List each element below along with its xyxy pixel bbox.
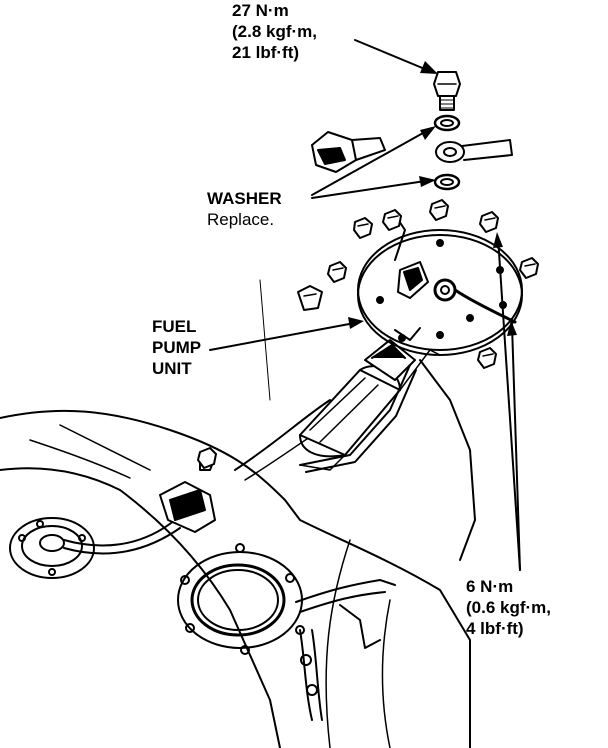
fuel-pump-body [299,339,441,471]
leader-torque-bottom-1 [497,236,521,571]
arrow-washer-upper [420,126,436,140]
banjo-eye [435,139,513,163]
pump-unit-flange [357,214,523,356]
leader-arrowheads [348,61,517,336]
nut [429,199,449,221]
tank-opening-flange [177,543,396,655]
fuel-pump-line3: UNIT [152,359,192,378]
sealing-washers [433,114,461,191]
left-sender-unit [9,517,181,579]
fuel-hose-lower [299,604,381,721]
nut [382,209,402,231]
leader-lines [209,39,521,571]
leader-washer-upper [311,127,433,196]
arrow-torque-top [420,61,438,74]
washer-note: Replace. [207,210,275,229]
arrow-torque-bottom-1 [493,232,503,248]
leader-fuel-pump [209,321,361,351]
torque-top-label: 27 N·m (2.8 kgf·m, 21 lbf·ft) [232,0,317,63]
nut [477,347,497,369]
banjo-bolt [433,71,461,111]
nut [519,257,539,279]
fuel-pump-unit-label: FUEL PUMP UNIT [152,316,201,379]
hose-clip [297,285,323,311]
arrow-fuel-pump [348,317,364,329]
torque-bottom-line2: (0.6 kgf·m, [466,598,552,617]
leader-torque-top [354,39,433,73]
fuel-tank-outline [0,279,476,748]
nut [197,447,217,469]
torque-bottom-line3: 4 lbf·ft) [466,619,524,638]
washer-label: WASHER Replace. [207,188,282,230]
pump-bracket [299,364,417,473]
torque-bottom-line1: 6 N·m [466,577,514,596]
torque-top-line2: (2.8 kgf·m, [232,22,318,41]
arrow-torque-bottom-2 [507,320,517,336]
mounting-nuts [197,199,539,469]
nut [479,211,499,233]
fuel-pump-line2: PUMP [152,338,202,357]
arrow-washer-lower [419,176,436,187]
nut [327,261,347,283]
torque-bottom-label: 6 N·m (0.6 kgf·m, 4 lbf·ft) [466,576,551,639]
torque-top-line3: 21 lbf·ft) [232,43,300,62]
torque-top-line1: 27 N·m [232,1,289,20]
fuel-pump-line1: FUEL [152,317,197,336]
washer-title: WASHER [207,189,282,208]
banjo-fitting [311,131,386,173]
nut [353,217,373,239]
leader-torque-bottom-2 [511,324,521,571]
leader-washer-lower [311,179,433,199]
